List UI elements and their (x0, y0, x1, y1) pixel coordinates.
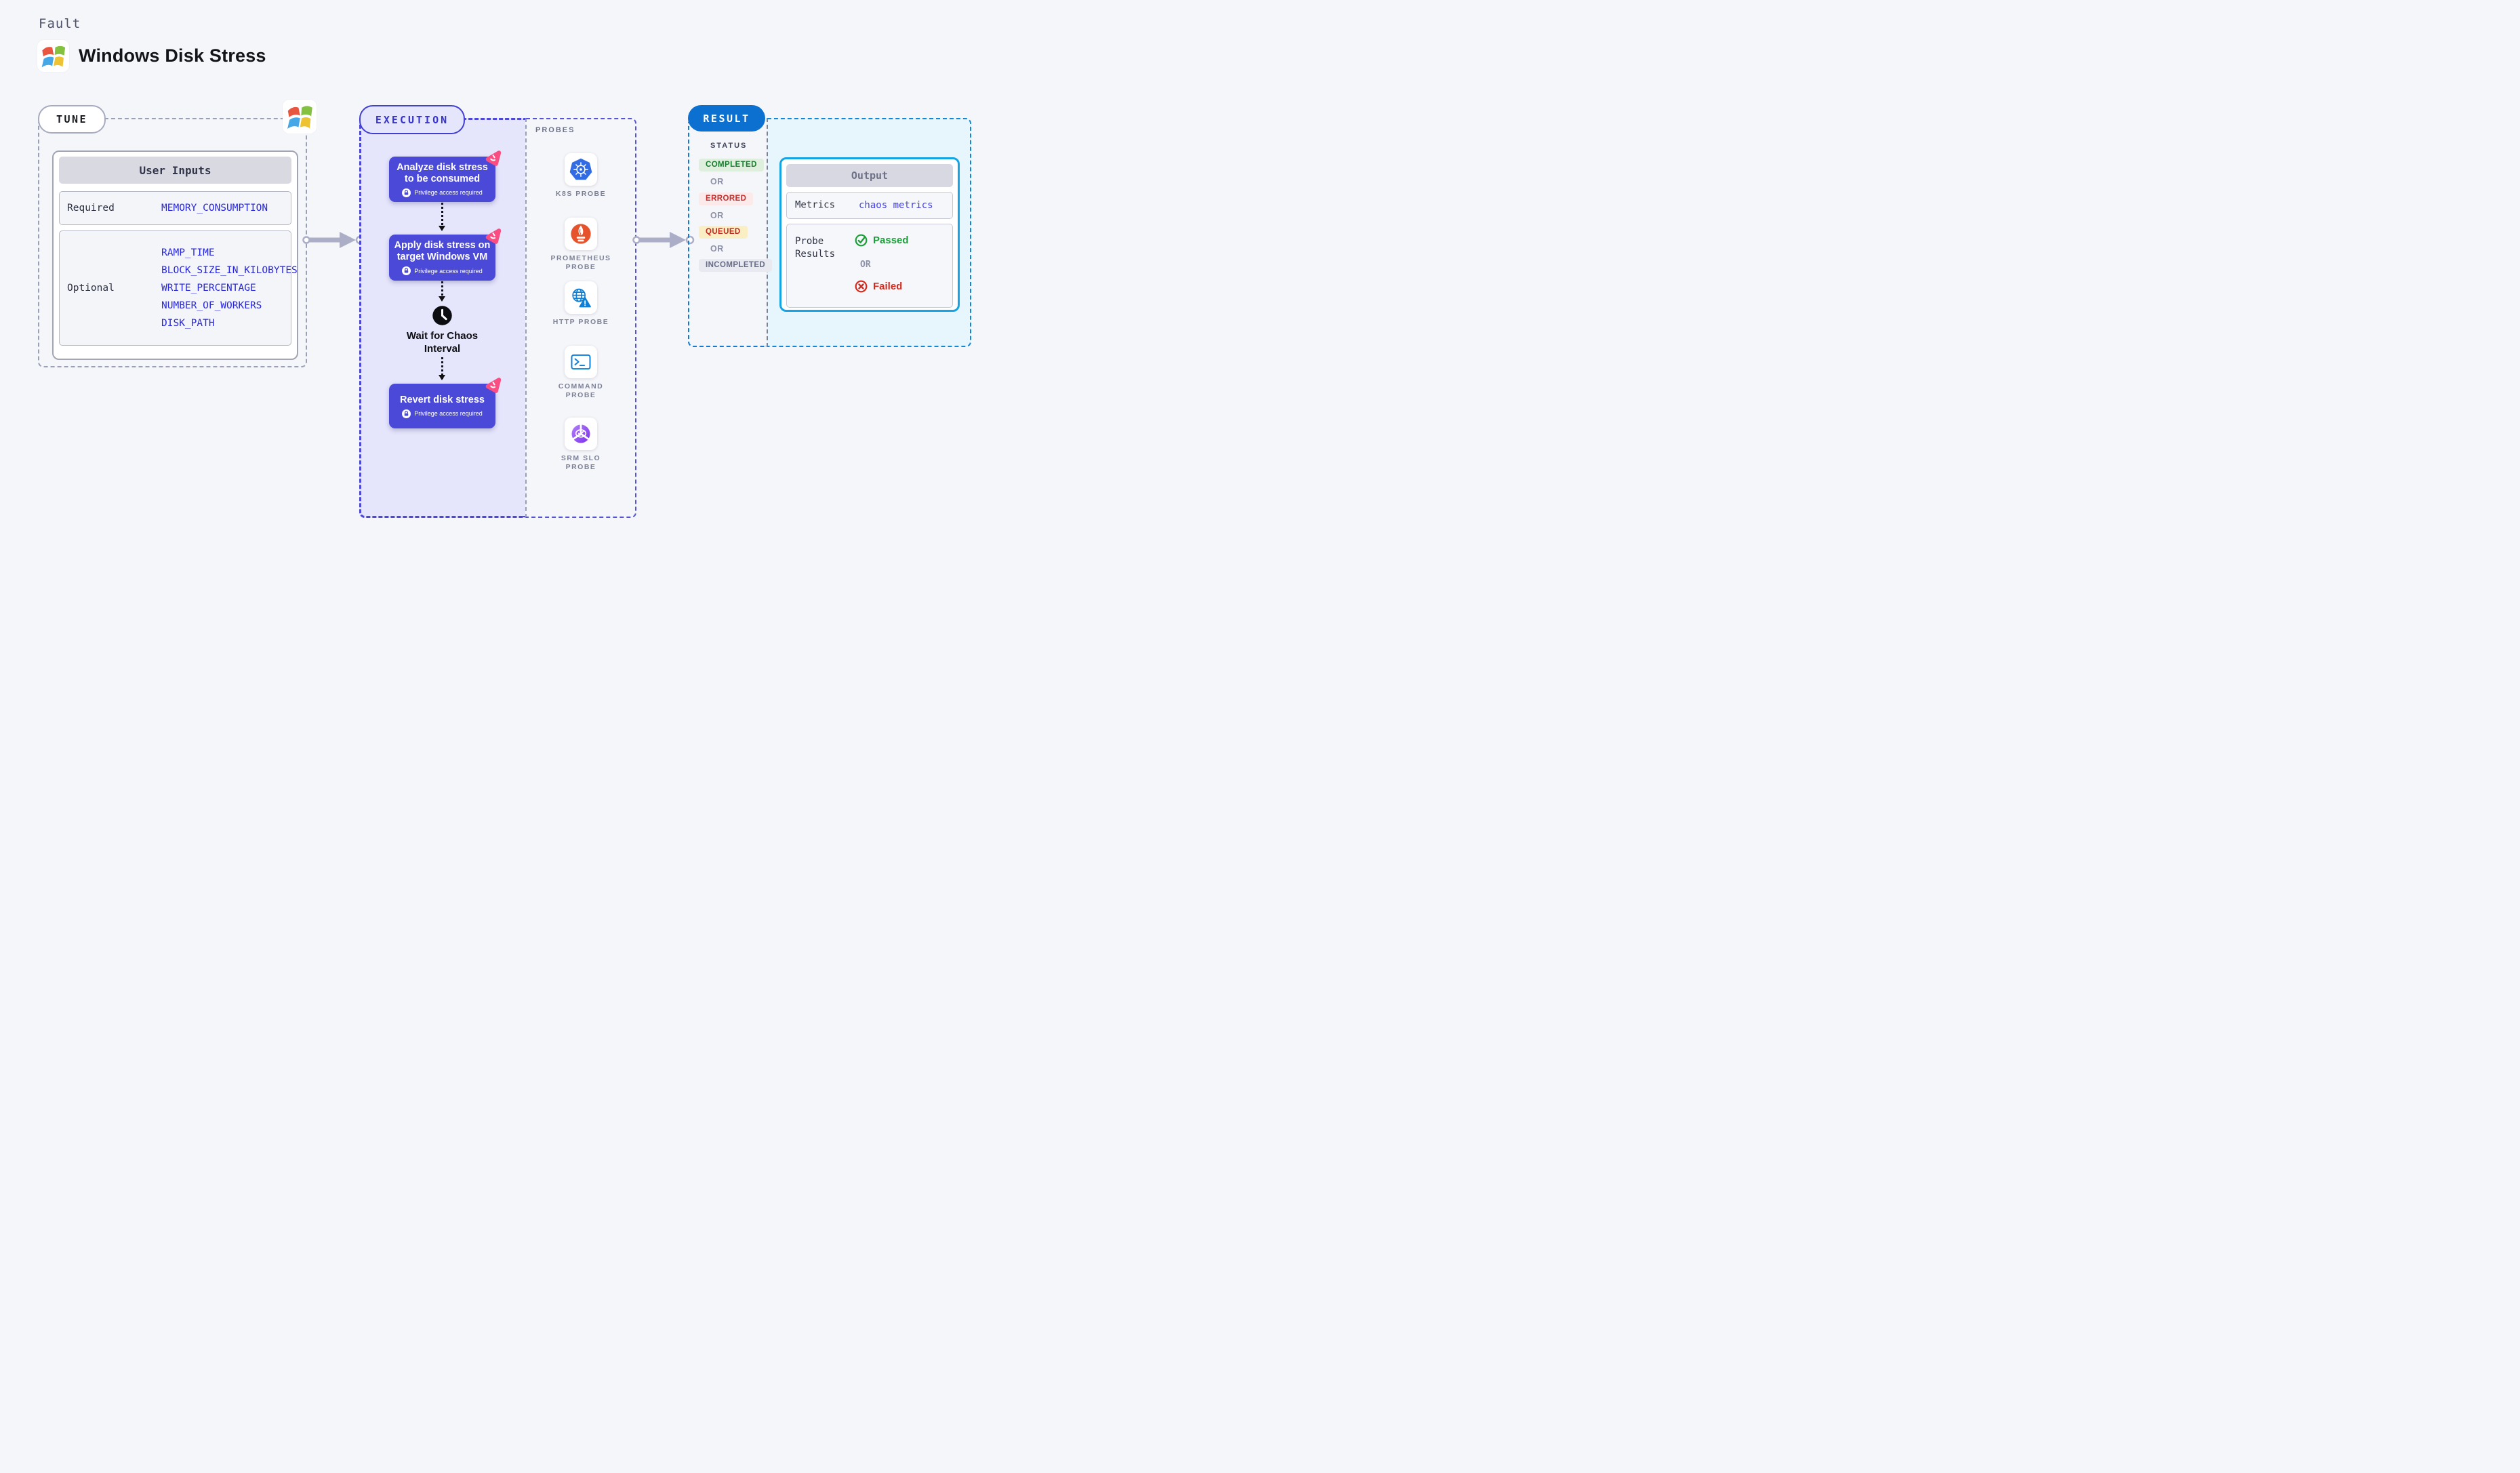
step-apply-disk-stress: Apply disk stress on target Windows VM P… (389, 228, 502, 281)
optional-input: WRITE_PERCENTAGE (161, 283, 256, 294)
or-label: OR (860, 260, 871, 270)
windows-logo-icon (283, 100, 317, 134)
status-header: STATUS (710, 142, 748, 150)
privilege-badge-label: Privilege access required (414, 410, 483, 417)
chaos-fault-icon (484, 149, 502, 167)
flow-arrow-execution-to-result (632, 232, 695, 248)
probe-command: COMMAND PROBE (525, 346, 636, 400)
result-pill: RESULT (688, 105, 765, 132)
optional-input: NUMBER_OF_WORKERS (161, 300, 262, 311)
required-inputs-row: Required MEMORY_CONSUMPTION (59, 191, 291, 225)
prometheus-icon (565, 218, 597, 250)
terminal-icon (565, 346, 597, 378)
kubernetes-icon (565, 153, 597, 186)
step-title: Revert disk stress (400, 394, 485, 405)
probe-results-label: Probe Results (795, 236, 836, 260)
step-analyze-disk-stress: Analyze disk stress to be consumed Privi… (389, 150, 502, 202)
status-badge-incompleted: INCOMPLETED (699, 259, 773, 272)
output-header: Output (786, 164, 953, 187)
or-label: OR (710, 211, 724, 220)
probe-k8s: K8S PROBE (525, 153, 636, 199)
optional-input: DISK_PATH (161, 318, 215, 329)
status-badge-queued: QUEUED (699, 226, 748, 239)
required-label: Required (67, 203, 115, 214)
probe-label: COMMAND PROBE (558, 382, 604, 399)
optional-label: Optional (67, 283, 115, 294)
lock-icon (402, 266, 411, 275)
wait-for-chaos-interval-label: Wait for Chaos Interval (406, 330, 479, 355)
probe-http: HTTP PROBE (525, 281, 636, 327)
windows-logo-icon (37, 40, 69, 72)
user-inputs-header: User Inputs (59, 157, 291, 184)
or-label: OR (710, 244, 724, 254)
probe-label: K8S PROBE (555, 190, 607, 198)
optional-inputs-row: Optional RAMP_TIME BLOCK_SIZE_IN_KILOBYT… (59, 230, 298, 346)
chaos-metrics-link[interactable]: chaos metrics (859, 200, 933, 211)
required-input-memory-consumption: MEMORY_CONSUMPTION (161, 203, 268, 214)
srm-slo-icon (565, 418, 597, 450)
x-circle-icon (855, 280, 868, 293)
optional-input: BLOCK_SIZE_IN_KILOBYTES (161, 265, 298, 276)
privilege-badge-label: Privilege access required (414, 189, 483, 196)
passed-label: Passed (873, 235, 909, 246)
step-title: Analyze disk stress to be consumed (397, 161, 488, 184)
probe-label: HTTP PROBE (552, 318, 609, 326)
optional-input: RAMP_TIME (161, 247, 215, 258)
optional-values-list: RAMP_TIME BLOCK_SIZE_IN_KILOBYTES WRITE_… (161, 231, 298, 345)
probe-prometheus: PROMETHEUS PROBE (525, 218, 636, 272)
probe-label: SRM SLO PROBE (561, 454, 601, 471)
connector-wait-step3 (439, 357, 445, 380)
privilege-badge-label: Privilege access required (414, 267, 483, 275)
probe-results-row: Probe Results Passed OR Failed (786, 224, 953, 308)
output-card: Output Metrics chaos metrics Probe Resul… (779, 157, 960, 312)
metrics-label: Metrics (795, 199, 836, 211)
lock-icon (402, 409, 411, 418)
step-title: Apply disk stress on target Windows VM (394, 240, 491, 262)
connector-step1-step2 (439, 203, 445, 231)
status-badge-completed: COMPLETED (699, 159, 764, 171)
metrics-row: Metrics chaos metrics (786, 192, 953, 219)
http-globe-icon (565, 281, 597, 314)
chaos-fault-icon (484, 227, 502, 245)
page-title: Windows Disk Stress (79, 45, 266, 66)
tune-pill: TUNE (38, 105, 106, 134)
or-label: OR (710, 177, 724, 186)
status-badge-errored: ERRORED (699, 193, 754, 205)
clock-icon (432, 305, 453, 326)
fault-kicker: Fault (39, 16, 81, 31)
step-revert-disk-stress: Revert disk stress Privilege access requ… (389, 378, 502, 428)
failed-label: Failed (873, 281, 903, 292)
chaos-fault-icon (484, 376, 502, 394)
connector-step2-wait (439, 281, 445, 302)
fault-diagram: Fault Windows Disk Stress TUNE User Inpu… (0, 0, 1044, 610)
probes-section-box (525, 118, 636, 518)
probe-label: PROMETHEUS PROBE (550, 254, 611, 271)
flow-arrow-tune-to-execution (302, 232, 365, 248)
execution-pill: EXECUTION (359, 105, 465, 134)
probes-header: PROBES (535, 126, 575, 134)
check-circle-icon (855, 234, 868, 247)
lock-icon (402, 188, 411, 197)
user-inputs-card: User Inputs Required MEMORY_CONSUMPTION … (52, 150, 298, 360)
probe-srm-slo: SRM SLO PROBE (525, 418, 636, 472)
